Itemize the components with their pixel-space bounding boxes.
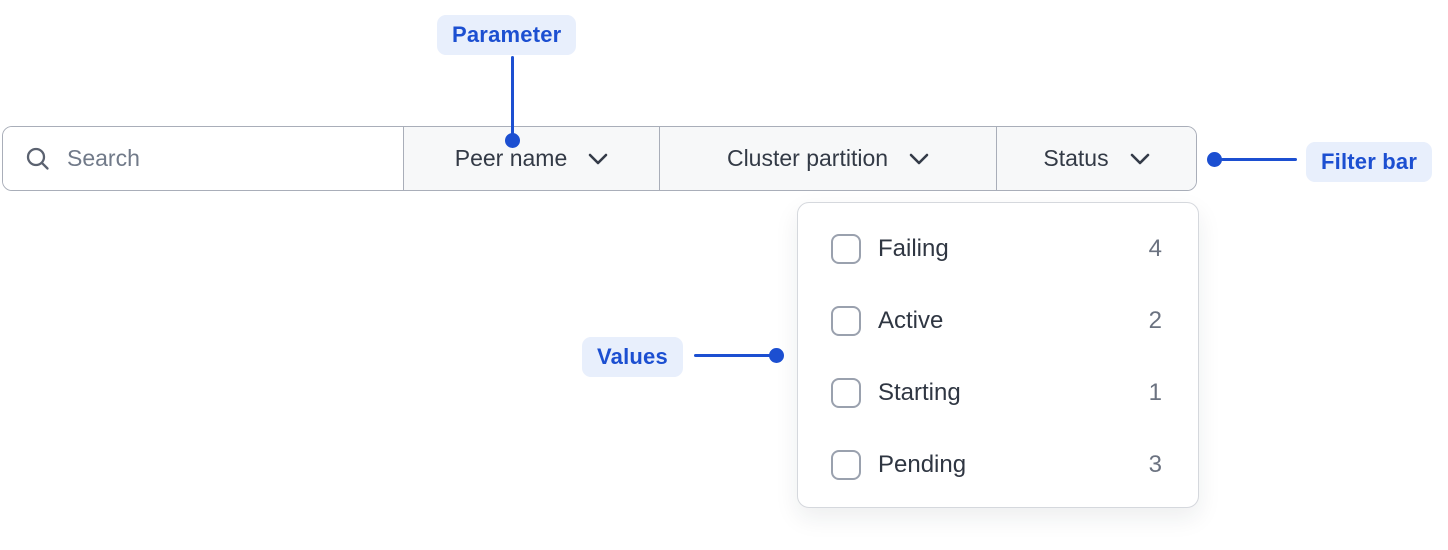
option-count: 1 xyxy=(1148,379,1162,406)
checkbox[interactable] xyxy=(831,450,861,480)
option-count: 3 xyxy=(1148,451,1162,478)
status-option-starting[interactable]: Starting 1 xyxy=(798,357,1198,429)
search-field[interactable] xyxy=(3,127,403,190)
connector-line xyxy=(694,354,772,357)
status-option-failing[interactable]: Failing 4 xyxy=(798,213,1198,285)
option-count: 2 xyxy=(1148,307,1162,334)
annotation-parameter: Parameter xyxy=(437,15,577,55)
status-option-active[interactable]: Active 2 xyxy=(798,285,1198,357)
connector-dot xyxy=(505,133,520,148)
search-icon xyxy=(26,147,49,170)
option-label: Pending xyxy=(878,451,967,478)
status-dropdown-panel: Failing 4 Active 2 Starting 1 Pending 3 xyxy=(797,202,1199,508)
connector-line xyxy=(1221,158,1297,161)
connector-dot xyxy=(769,348,784,363)
checkbox[interactable] xyxy=(831,234,861,264)
checkbox[interactable] xyxy=(831,306,861,336)
option-label: Failing xyxy=(878,235,949,262)
filter-param-status[interactable]: Status xyxy=(996,127,1196,190)
chevron-down-icon xyxy=(909,153,929,164)
filter-param-label: Peer name xyxy=(454,145,568,171)
option-label: Starting xyxy=(878,379,961,406)
option-label: Active xyxy=(878,307,944,334)
annotation-values: Values xyxy=(582,337,683,377)
checkbox[interactable] xyxy=(831,378,861,408)
filter-bar: Peer name Cluster partition Status xyxy=(2,126,1197,191)
filter-param-cluster-partition[interactable]: Cluster partition xyxy=(659,127,996,190)
connector-dot xyxy=(1207,152,1222,167)
option-count: 4 xyxy=(1148,235,1162,262)
chevron-down-icon xyxy=(588,153,608,164)
status-option-pending[interactable]: Pending 3 xyxy=(798,429,1198,501)
filter-param-peer-name[interactable]: Peer name xyxy=(403,127,659,190)
filter-param-label: Cluster partition xyxy=(726,145,889,171)
annotation-filter-bar: Filter bar xyxy=(1306,142,1433,182)
chevron-down-icon xyxy=(1130,153,1149,164)
connector-line xyxy=(511,56,514,135)
search-input[interactable] xyxy=(65,144,399,173)
filter-param-label: Status xyxy=(1043,145,1109,171)
